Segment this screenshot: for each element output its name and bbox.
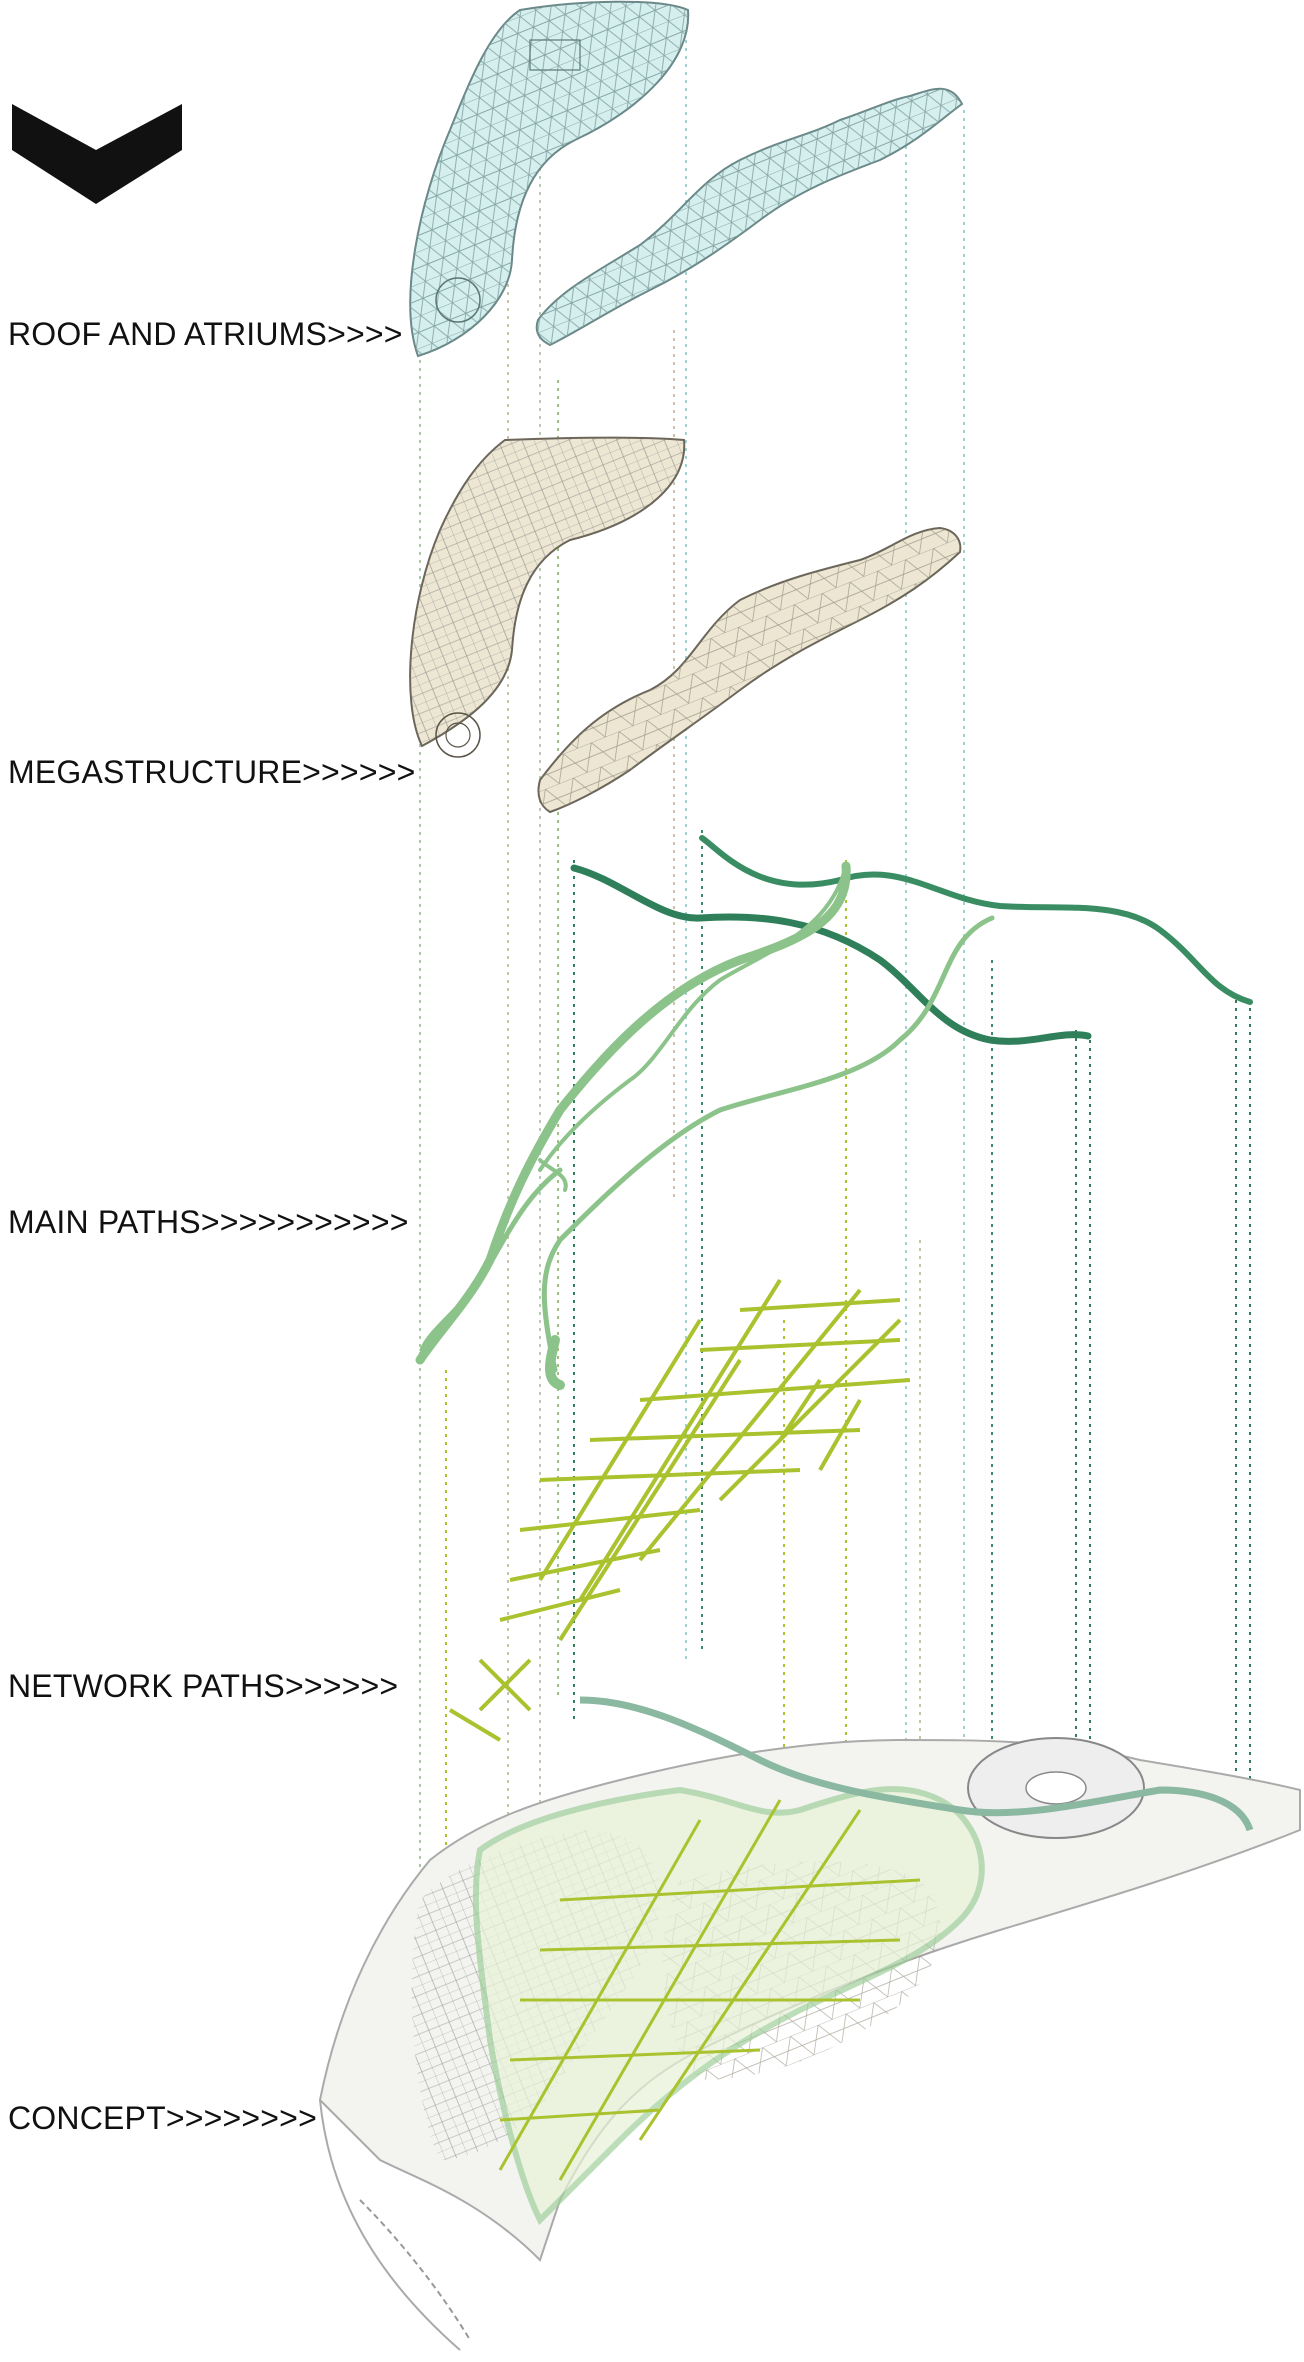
concept-label: CONCEPT>>>>>>>> <box>8 2100 317 2136</box>
roof-and-atriums-label: ROOF AND ATRIUMS>>>> <box>8 316 403 352</box>
roof-layer <box>409 0 964 358</box>
network-paths-layer <box>448 1278 911 1742</box>
network-paths-label: NETWORK PATHS>>>>>> <box>8 1668 399 1704</box>
layers-header-chevron <box>12 104 182 204</box>
megastructure-layer <box>409 436 962 814</box>
megastructure-label: MEGASTRUCTURE>>>>>> <box>8 754 416 790</box>
main-paths-layer <box>415 835 1253 1390</box>
main-paths-label: MAIN PATHS>>>>>>>>>>> <box>8 1204 409 1240</box>
layers-header-title: LAYERS <box>44 88 161 121</box>
projection-lines <box>419 40 1251 2030</box>
concept-layer <box>318 1696 1301 2351</box>
